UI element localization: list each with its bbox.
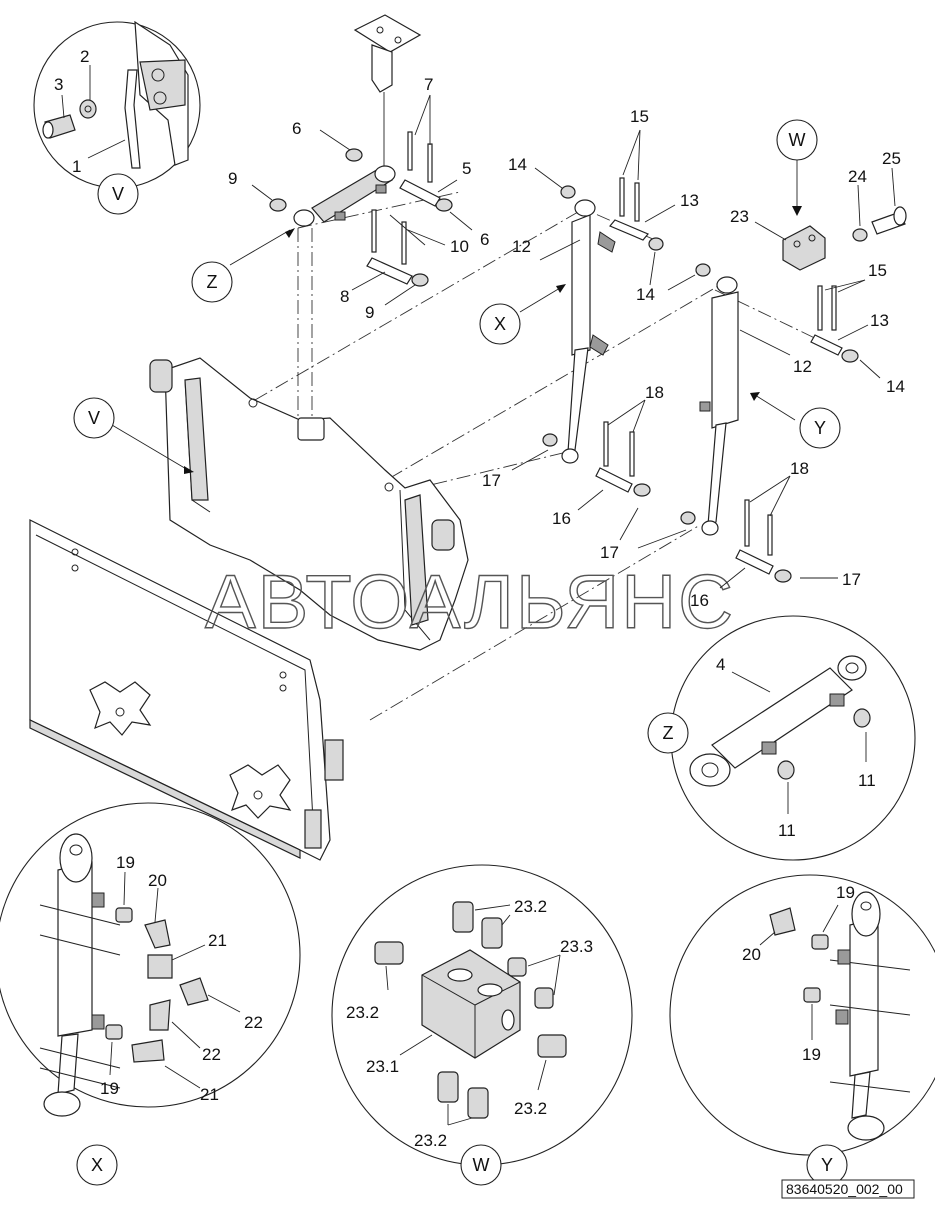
label-19c: 19	[836, 883, 855, 902]
view-marker-w-detail	[460, 1144, 502, 1186]
view-letter-z-main: Z	[207, 272, 218, 292]
gas-strut-x	[542, 177, 664, 497]
label-23-1: 23.1	[366, 1057, 399, 1076]
label-19d: 19	[802, 1045, 821, 1064]
label-13a: 13	[680, 191, 699, 210]
label-21b: 21	[200, 1085, 219, 1104]
label-22b: 22	[202, 1045, 221, 1064]
gas-strut-y	[680, 263, 859, 583]
label-12b: 12	[793, 357, 812, 376]
top-bracket	[353, 14, 422, 180]
label-1: 1	[72, 157, 81, 176]
label-24: 24	[848, 167, 867, 186]
label-11a: 11	[858, 771, 876, 790]
label-5: 5	[462, 159, 471, 178]
valve-block-w	[782, 160, 907, 271]
label-6a: 6	[292, 119, 301, 138]
label-22a: 22	[244, 1013, 263, 1032]
label-19b: 19	[100, 1079, 119, 1098]
label-7: 7	[424, 75, 433, 94]
detail-circle-x	[0, 802, 301, 1117]
detail-circle-v	[33, 20, 201, 189]
label-15b: 15	[868, 261, 887, 280]
label-17b: 17	[600, 543, 619, 562]
label-20b: 20	[742, 945, 761, 964]
view-marker-z-main	[191, 261, 233, 303]
label-11b: 11	[778, 821, 796, 840]
view-letter-x-detail: X	[91, 1155, 103, 1175]
top-cylinder-assembly	[269, 131, 453, 287]
label-20a: 20	[148, 871, 167, 890]
label-18a: 18	[645, 383, 664, 402]
label-8: 8	[340, 287, 349, 306]
label-16a: 16	[552, 509, 571, 528]
label-14a: 14	[508, 155, 527, 174]
label-9b: 9	[365, 303, 374, 322]
view-marker-x-main	[479, 303, 521, 345]
watermark: АВТОАЛЬЯНС	[205, 560, 735, 645]
front-panel	[29, 519, 344, 861]
label-15a: 15	[630, 107, 649, 126]
label-23-2b: 23.2	[346, 1003, 379, 1022]
view-letter-v-detail: V	[112, 184, 124, 204]
label-23-2d: 23.2	[414, 1131, 447, 1150]
label-16b: 16	[690, 591, 709, 610]
view-letter-y-main: Y	[814, 418, 826, 438]
label-10: 10	[450, 237, 469, 256]
view-letter-w-main: W	[789, 130, 806, 150]
label-6b: 6	[480, 230, 489, 249]
label-17c: 17	[842, 570, 861, 589]
detail-circle-y	[669, 874, 935, 1156]
label-18b: 18	[790, 459, 809, 478]
label-4: 4	[716, 655, 725, 674]
radiator-frame	[149, 357, 469, 651]
label-19a: 19	[116, 853, 135, 872]
label-14c: 14	[886, 377, 905, 396]
part-labels: 2 3 1 6 7 5 6 9 10 8 9 14 15 13 12 14 23…	[54, 47, 905, 1150]
label-21a: 21	[208, 931, 227, 950]
label-23-3: 23.3	[560, 937, 593, 956]
view-letter-z-detail: Z	[663, 723, 674, 743]
label-25: 25	[882, 149, 901, 168]
drawing-reference-number: 83640520_002_00	[786, 1181, 903, 1197]
label-23-2c: 23.2	[514, 1099, 547, 1118]
detail-circle-w	[331, 864, 633, 1166]
view-letter-v-main: V	[88, 408, 100, 428]
label-2: 2	[80, 47, 89, 66]
view-letter-x-main: X	[494, 314, 506, 334]
label-23-2a: 23.2	[514, 897, 547, 916]
view-marker-x-detail	[76, 1144, 118, 1186]
view-letter-y-detail: Y	[821, 1155, 833, 1175]
label-12a: 12	[512, 237, 531, 256]
label-17a: 17	[482, 471, 501, 490]
view-markers: V V Z Z X X Y Y W W	[73, 119, 848, 1186]
view-marker-y-main	[799, 407, 841, 449]
view-marker-v-main	[73, 397, 115, 439]
label-9a: 9	[228, 169, 237, 188]
label-23: 23	[730, 207, 749, 226]
view-marker-w-main	[776, 119, 818, 161]
leader-lines	[61, 65, 896, 1126]
label-13b: 13	[870, 311, 889, 330]
label-3: 3	[54, 75, 63, 94]
label-14b: 14	[636, 285, 655, 304]
view-letter-w-detail: W	[473, 1155, 490, 1175]
view-marker-z-detail	[647, 712, 689, 754]
view-marker-v-detail	[97, 173, 139, 215]
detail-circle-z	[670, 615, 916, 861]
drawing-reference: 83640520_002_00	[781, 1179, 915, 1199]
